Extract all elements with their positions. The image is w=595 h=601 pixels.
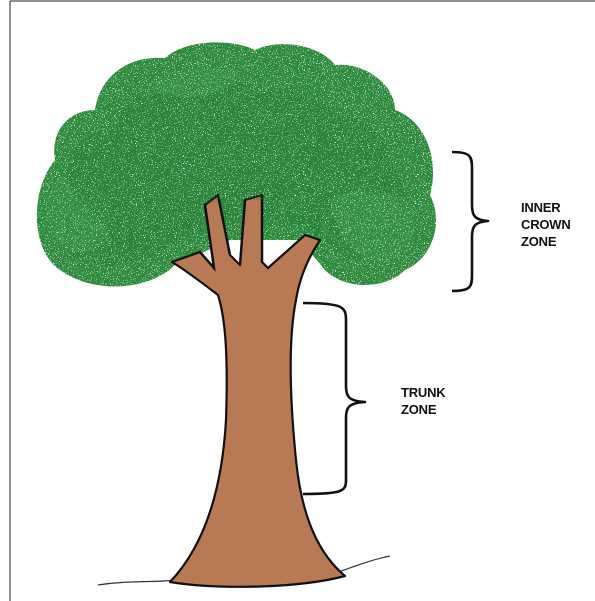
- inner-crown-zone-label: INNER CROWN ZONE: [521, 199, 571, 250]
- tree-crown: [37, 42, 436, 286]
- trunk-zone-bracket: [303, 303, 365, 494]
- inner-crown-zone-bracket: [452, 152, 488, 291]
- trunk-zone-label: TRUNK ZONE: [401, 384, 446, 418]
